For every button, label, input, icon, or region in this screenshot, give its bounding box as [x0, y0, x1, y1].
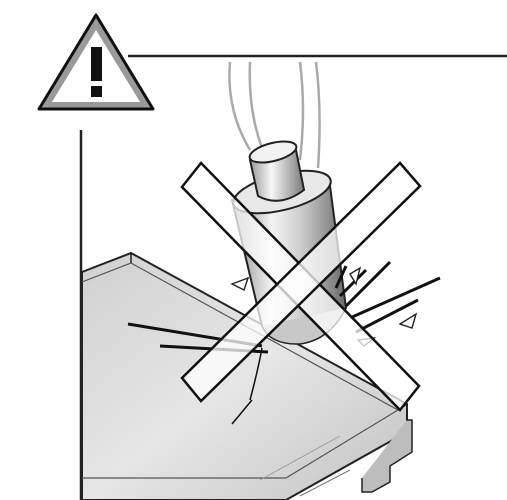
- scale-pan: [81, 251, 413, 500]
- prohibition-x-mark: [180, 161, 422, 412]
- warning-triangle-icon: !: [37, 13, 155, 111]
- motion-lines: [228, 61, 321, 169]
